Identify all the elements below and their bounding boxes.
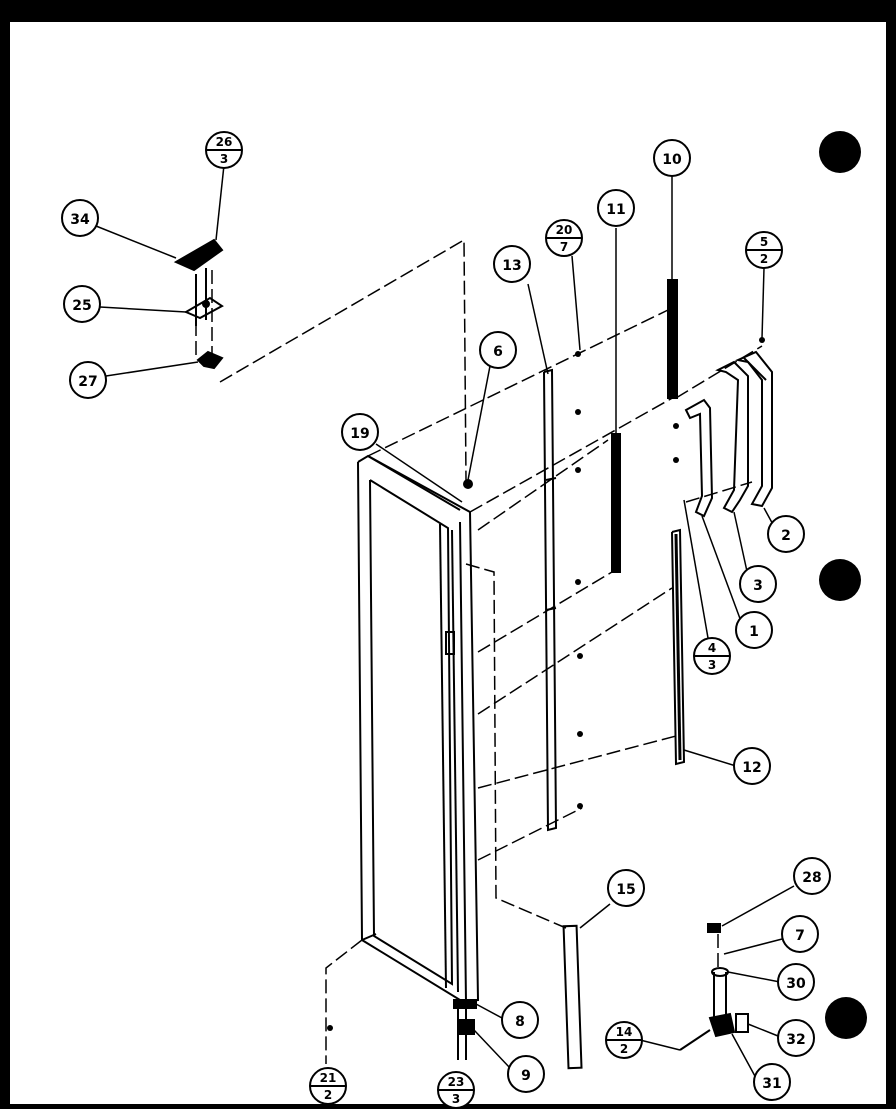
svg-text:10: 10 (662, 152, 682, 168)
svg-text:25: 25 (72, 298, 91, 314)
assembly-lines (195, 238, 763, 1064)
callout-8: 8 (501, 1001, 539, 1039)
svg-text:32: 32 (786, 1032, 805, 1048)
fraction-callout-23-3: 23 3 (437, 1071, 475, 1109)
fraction-callout-26-3: 26 3 (205, 131, 243, 169)
callout-10: 10 (653, 139, 691, 177)
callout-2: 2 (767, 515, 805, 553)
svg-text:9: 9 (521, 1068, 531, 1084)
svg-text:2: 2 (781, 528, 791, 544)
svg-text:8: 8 (515, 1014, 525, 1030)
callout-6: 6 (479, 331, 517, 369)
callout-9: 9 (507, 1055, 545, 1093)
callout-1: 1 (735, 611, 773, 649)
handle-bracket-3 (715, 360, 749, 514)
strip-12 (671, 528, 686, 766)
svg-text:2: 2 (324, 1088, 332, 1102)
part-15 (562, 924, 583, 1070)
svg-text:2: 2 (760, 252, 768, 266)
svg-text:26: 26 (216, 135, 233, 149)
top-hinge-assembly (173, 238, 224, 370)
door-frame (357, 454, 480, 1004)
svg-text:7: 7 (560, 240, 568, 254)
svg-text:20: 20 (556, 223, 573, 237)
svg-text:30: 30 (786, 976, 806, 992)
callout-19: 19 (341, 413, 379, 451)
callout-31: 31 (753, 1063, 791, 1101)
bottom-screw-group (453, 999, 477, 1060)
callout-13: 13 (493, 245, 531, 283)
svg-text:6: 6 (493, 344, 503, 360)
svg-text:5: 5 (760, 235, 768, 249)
bottom-hinge-assembly (679, 923, 749, 1051)
strip-11 (611, 433, 621, 573)
svg-text:3: 3 (708, 658, 716, 672)
binder-hole-top (819, 131, 861, 173)
fraction-callout-5-2: 5 2 (745, 231, 783, 269)
svg-text:3: 3 (753, 578, 763, 594)
svg-text:19: 19 (350, 426, 369, 442)
callout-15: 15 (607, 869, 645, 907)
fraction-callout-20-7: 20 7 (545, 219, 583, 257)
svg-text:3: 3 (220, 152, 228, 166)
svg-text:3: 3 (452, 1092, 460, 1106)
svg-text:12: 12 (742, 760, 761, 776)
svg-text:28: 28 (802, 870, 821, 886)
svg-text:27: 27 (78, 374, 97, 390)
svg-text:23: 23 (448, 1075, 465, 1089)
callout-12: 12 (733, 747, 771, 785)
svg-text:15: 15 (616, 882, 635, 898)
svg-text:11: 11 (606, 202, 625, 218)
callout-7: 7 (781, 915, 819, 953)
leader-lines (95, 164, 795, 1079)
svg-text:13: 13 (502, 258, 521, 274)
callout-34: 34 (61, 199, 99, 237)
svg-text:34: 34 (70, 212, 90, 228)
svg-text:4: 4 (708, 641, 716, 655)
callout-32: 32 (777, 1019, 815, 1057)
fraction-callout-4-3: 4 3 (693, 637, 731, 675)
binder-hole-bottom (825, 997, 867, 1039)
strip-10 (667, 279, 678, 399)
svg-text:31: 31 (762, 1076, 781, 1092)
callout-27: 27 (69, 361, 107, 399)
callout-28: 28 (793, 857, 831, 895)
svg-text:2: 2 (620, 1042, 628, 1056)
callout-11: 11 (597, 189, 635, 227)
handle-bracket-1 (684, 398, 714, 518)
callout-3: 3 (739, 565, 777, 603)
svg-text:14: 14 (616, 1025, 633, 1039)
svg-text:1: 1 (749, 624, 759, 640)
callout-30: 30 (777, 963, 815, 1001)
handle-bracket-2 (734, 350, 773, 508)
fraction-callout-21-2: 21 2 (309, 1067, 347, 1105)
fraction-callout-14-2: 14 2 (605, 1021, 643, 1059)
callout-25: 25 (63, 285, 101, 323)
binder-hole-middle (819, 559, 861, 601)
svg-text:7: 7 (795, 928, 805, 944)
svg-text:21: 21 (320, 1071, 337, 1085)
